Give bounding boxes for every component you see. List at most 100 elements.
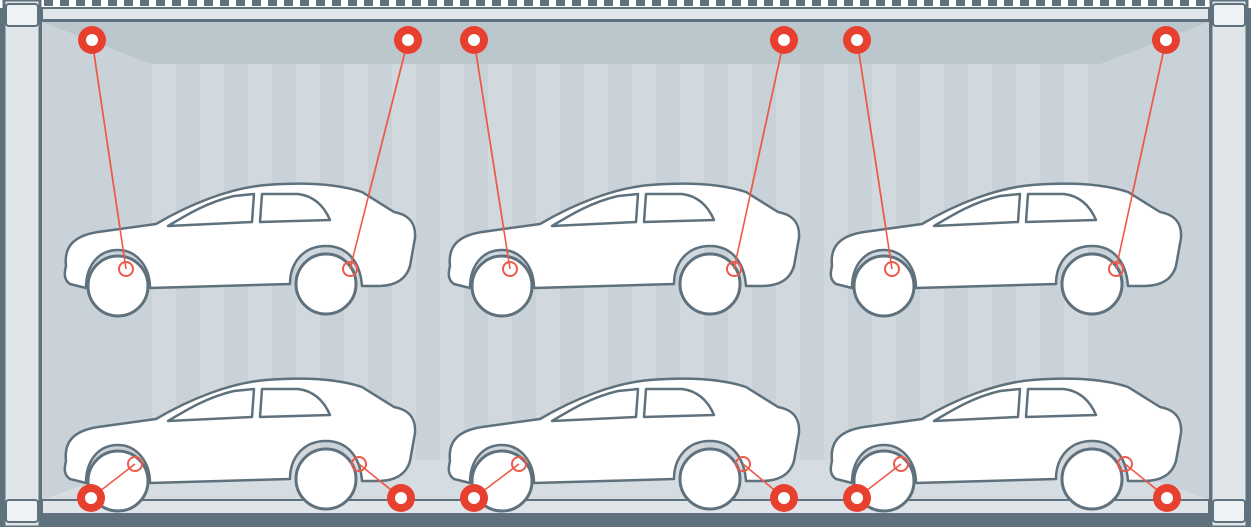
wheel-hub-strap-point	[893, 456, 909, 472]
wheel-hub-strap-point	[1117, 456, 1133, 472]
top-rail-dash	[572, 0, 581, 6]
top-rail-dash	[700, 0, 709, 6]
top-rail-dash	[428, 0, 437, 6]
top-rail-dash	[780, 0, 789, 6]
top-rail-dash	[1116, 0, 1125, 6]
left-corner-post-body	[2, 0, 42, 529]
top-rail-dash	[44, 0, 53, 6]
tie-down-anchor-hole	[86, 34, 98, 46]
top-rail-dash	[588, 0, 597, 6]
tie-down-strap	[856, 39, 893, 270]
top-rail-dash	[940, 0, 949, 6]
top-rail-dash	[1084, 0, 1093, 6]
top-rail-dash	[860, 0, 869, 6]
top-rail-dash	[156, 0, 165, 6]
top-rail-dash	[684, 0, 693, 6]
wheel-hub-strap-point	[726, 261, 742, 277]
top-rail-dash	[1180, 0, 1189, 6]
top-rail	[41, 7, 1210, 21]
top-rail-dash	[140, 0, 149, 6]
top-rail-dash	[716, 0, 725, 6]
top-rail-dash	[524, 0, 533, 6]
wheel-hub-strap-point	[735, 456, 751, 472]
top-rail-dash	[1020, 0, 1029, 6]
tie-down-strap	[733, 39, 785, 270]
top-rail-dash	[364, 0, 373, 6]
tie-down-anchors	[77, 26, 1181, 512]
tie-down-anchor-hole	[778, 34, 790, 46]
corner-casting	[1212, 3, 1246, 27]
top-rail-dash	[844, 0, 853, 6]
top-rail-dash	[1052, 0, 1061, 6]
top-rail-dash	[300, 0, 309, 6]
right-corner-post-body	[1209, 0, 1249, 529]
top-rail-dash	[1148, 0, 1157, 6]
wheel-hub-strap-point	[1108, 261, 1124, 277]
wheel-hub-strap-point	[884, 261, 900, 277]
top-rail-dash	[876, 0, 885, 6]
wheel-hub-strap-point	[511, 456, 527, 472]
top-rail-dash	[556, 0, 565, 6]
wheel-anchors	[118, 261, 1133, 472]
top-rail-dash	[1196, 0, 1205, 6]
top-rail-dash	[220, 0, 229, 6]
top-rail-dash	[540, 0, 549, 6]
top-rail-dash	[396, 0, 405, 6]
top-rail-dash	[92, 0, 101, 6]
top-rail-dash	[636, 0, 645, 6]
top-rail-dash	[828, 0, 837, 6]
bottom-frame	[0, 514, 1251, 527]
tie-down-anchor-hole	[851, 34, 863, 46]
top-rail-dash	[412, 0, 421, 6]
top-rail-dash	[668, 0, 677, 6]
top-rail-dash	[124, 0, 133, 6]
top-rail-dashes	[44, 0, 1205, 6]
tie-down-anchor-hole	[851, 492, 863, 504]
top-rail-dash	[236, 0, 245, 6]
top-rail-dash	[492, 0, 501, 6]
top-rail-dash	[1100, 0, 1109, 6]
top-rail-dash	[1068, 0, 1077, 6]
top-rail-dash	[268, 0, 277, 6]
top-rail-dash	[988, 0, 997, 6]
top-rail-dash	[76, 0, 85, 6]
top-rail-dash	[1164, 0, 1173, 6]
tie-down-strap	[1115, 39, 1167, 270]
tie-down-anchor-hole	[468, 34, 480, 46]
tie-down-anchor-hole	[395, 492, 407, 504]
tie-down-strap	[91, 39, 127, 270]
wheel-hub-strap-point	[118, 261, 134, 277]
top-rail-dash	[508, 0, 517, 6]
top-rail-dash	[908, 0, 917, 6]
top-rail-dash	[316, 0, 325, 6]
top-rail-dash	[956, 0, 965, 6]
tie-down-anchor-hole	[1161, 492, 1173, 504]
tie-down-anchor-hole	[1160, 34, 1172, 46]
wheel-hub-strap-point	[127, 456, 143, 472]
top-rail-dash	[604, 0, 613, 6]
container-ceiling	[42, 22, 1209, 64]
top-rail-dash	[172, 0, 181, 6]
top-rail-dash	[332, 0, 341, 6]
tie-down-anchor-hole	[468, 492, 480, 504]
wheel-hub-strap-point	[502, 261, 518, 277]
top-rail-dash	[348, 0, 357, 6]
top-rail-dash	[444, 0, 453, 6]
top-rail-dash	[796, 0, 805, 6]
top-rail-dash	[1036, 0, 1045, 6]
top-rail-dash	[748, 0, 757, 6]
top-rail-dash	[620, 0, 629, 6]
corner-casting	[5, 499, 39, 523]
wheel-hub-strap-point	[342, 261, 358, 277]
tie-down-strap	[473, 39, 511, 270]
top-rail-dash	[764, 0, 773, 6]
left-corner-post	[2, 0, 42, 529]
corner-casting	[5, 3, 39, 27]
tie-down-strap	[349, 39, 409, 270]
top-rail-dash	[476, 0, 485, 6]
tie-down-anchor-hole	[778, 492, 790, 504]
top-rail-dash	[1132, 0, 1141, 6]
corner-casting	[1212, 499, 1246, 523]
